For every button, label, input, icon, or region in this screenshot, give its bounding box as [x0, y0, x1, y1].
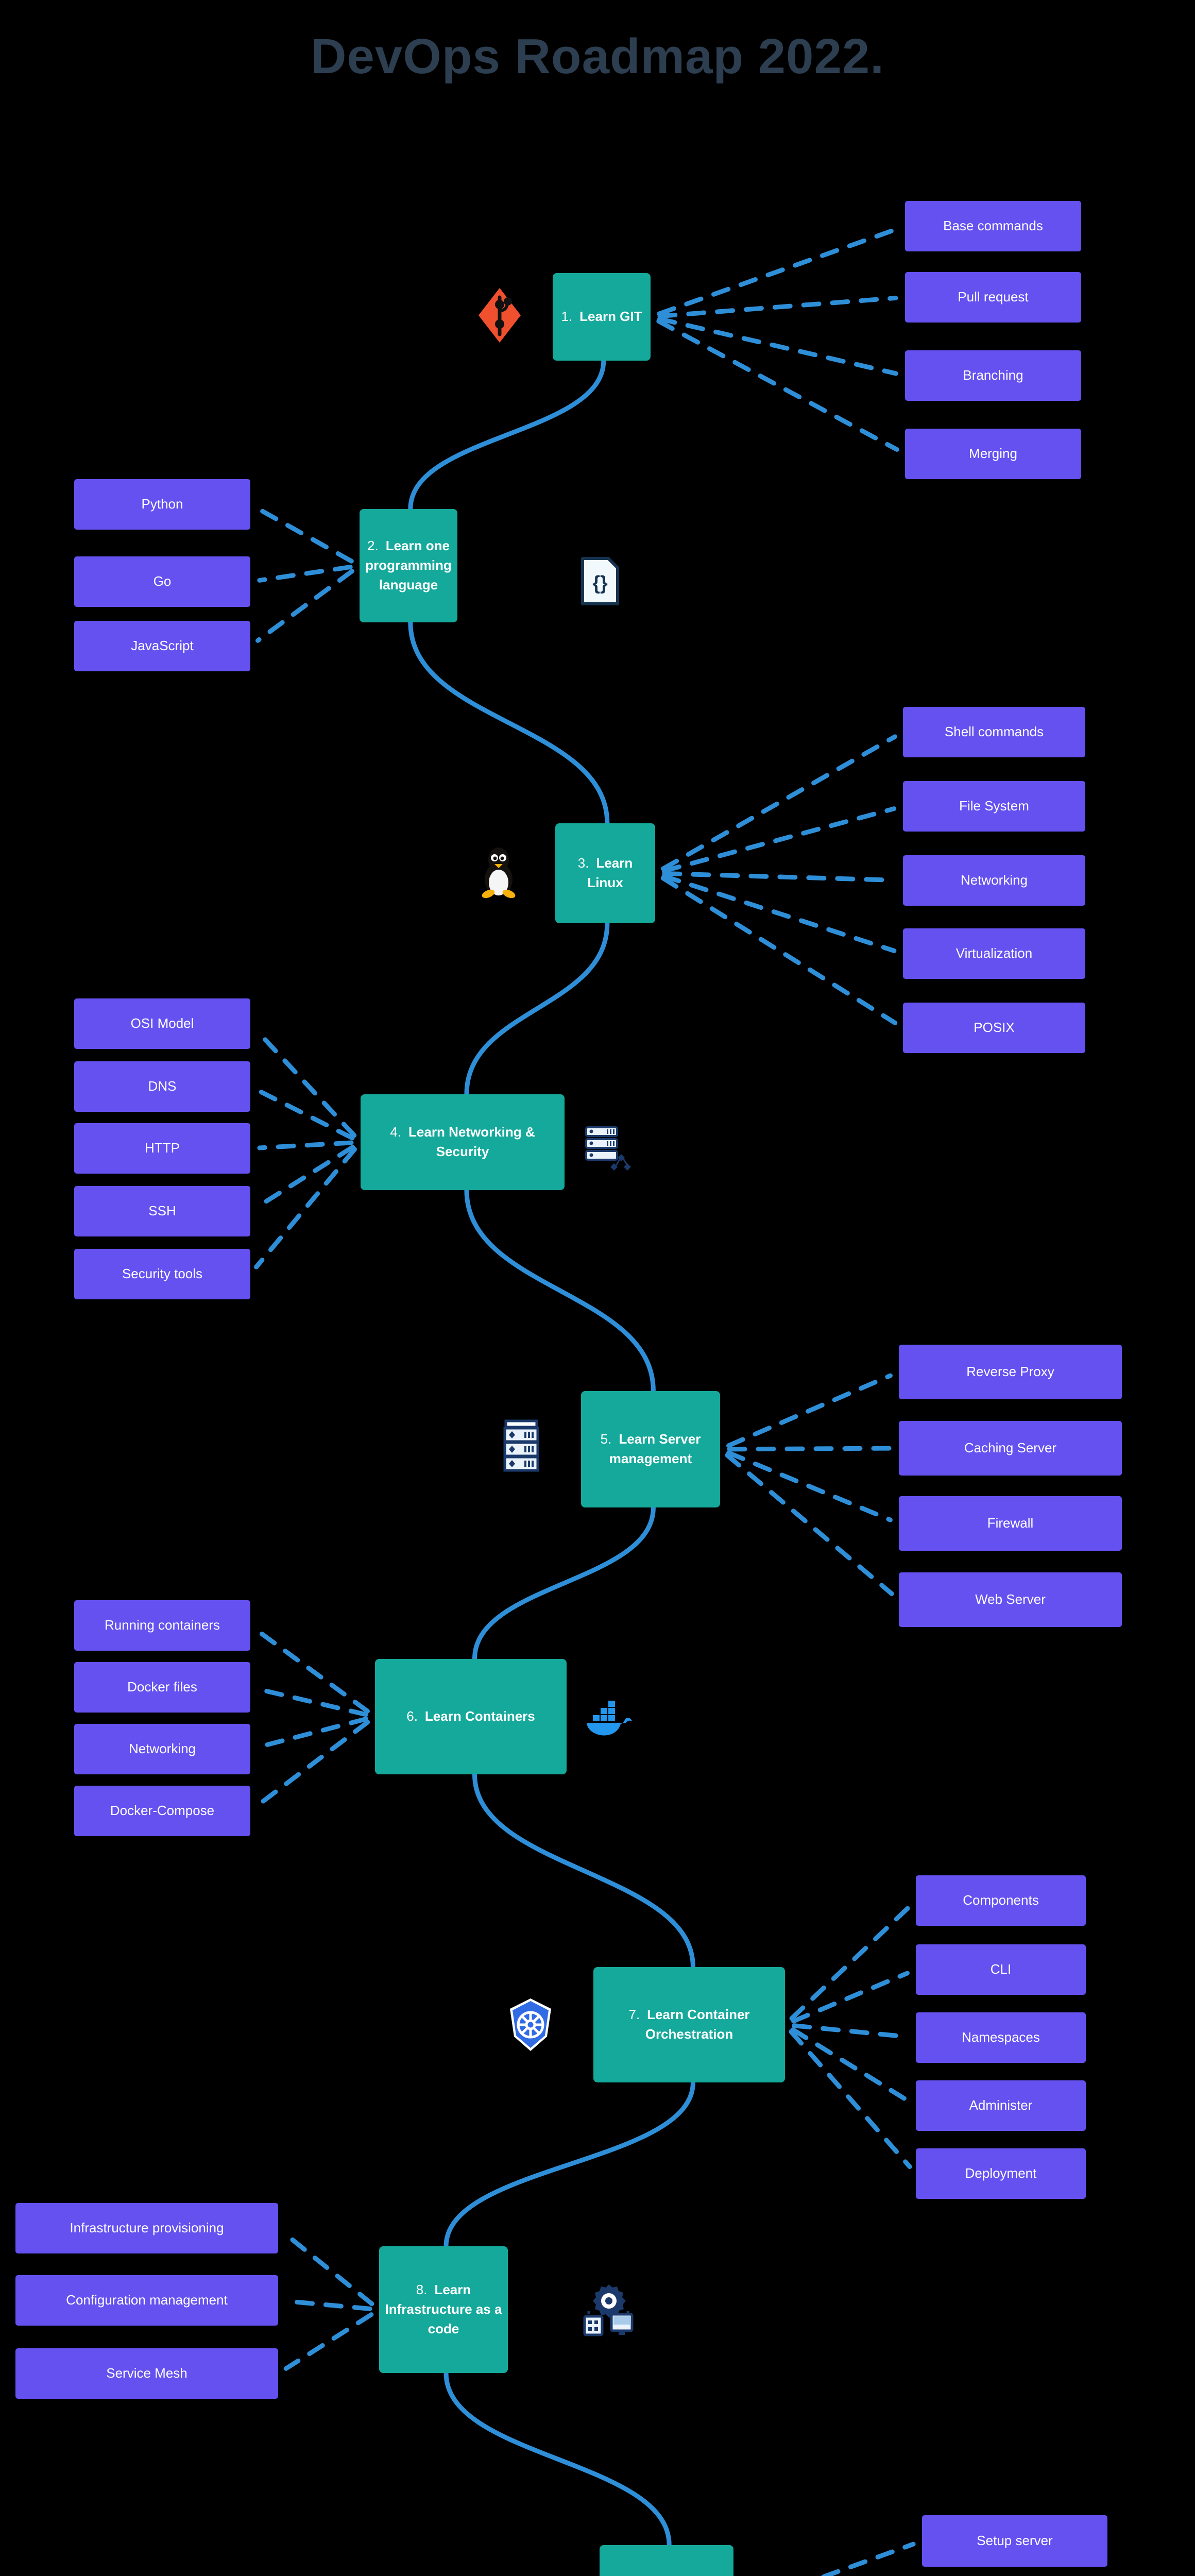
node-number: 1. [561, 309, 573, 325]
svg-text:{}: {} [592, 572, 608, 594]
node-title: Learn Containers [424, 1708, 535, 1724]
leaf-item[interactable]: Setup server [922, 2515, 1107, 2567]
leaf-item[interactable]: Configuration management [15, 2275, 278, 2326]
leaf-item[interactable]: Service Mesh [15, 2348, 278, 2399]
node-number: 7. [628, 2007, 640, 2023]
leaf-item[interactable]: Reverse Proxy [899, 1345, 1122, 1399]
leaf-item[interactable]: File System [903, 781, 1085, 832]
leaf-item[interactable]: Networking [74, 1724, 250, 1774]
kubernetes-helm-icon [500, 1994, 561, 2056]
leaf-item[interactable]: Pull request [905, 272, 1081, 323]
roadmap-node-8[interactable]: 8.Learn Infrastructure as a code [379, 2246, 508, 2373]
roadmap-node-4[interactable]: 4. Learn Networking & Security [361, 1094, 565, 1190]
docker-whale-icon [578, 1687, 640, 1749]
leaf-item[interactable]: Infrastructure provisioning [15, 2203, 278, 2253]
node-title: Learn Linux [587, 855, 633, 890]
roadmap-node-9[interactable]: 9.Learn CI/CD [600, 2545, 733, 2576]
leaf-item[interactable]: Branching [905, 350, 1081, 401]
node-number: 5. [600, 1431, 612, 1447]
leaf-item[interactable]: Networking [903, 855, 1085, 906]
gear-servers-icon [578, 2278, 640, 2340]
leaf-item[interactable]: JavaScript [74, 621, 250, 671]
leaf-item[interactable]: Components [916, 1875, 1086, 1926]
leaf-item[interactable]: Running containers [74, 1600, 250, 1651]
linux-penguin-icon [468, 840, 530, 902]
roadmap-node-5[interactable]: 5.Learn Server management [581, 1391, 720, 1507]
node-number: 6. [406, 1708, 418, 1724]
node-title: Learn Container Orchestration [645, 2007, 750, 2042]
leaf-item[interactable]: Merging [905, 429, 1081, 479]
leaf-item[interactable]: Deployment [916, 2148, 1086, 2199]
roadmap-node-2[interactable]: 2.Learn one programming language [360, 509, 457, 622]
roadmap-node-6[interactable]: 6. Learn Containers [375, 1659, 567, 1774]
node-number: 4. [390, 1124, 402, 1140]
leaf-item[interactable]: Shell commands [903, 707, 1085, 757]
leaf-item[interactable]: Web Server [899, 1572, 1122, 1627]
node-number: 2. [367, 538, 379, 554]
leaf-item[interactable]: Docker files [74, 1662, 250, 1713]
git-icon [469, 284, 531, 346]
leaf-item[interactable]: Go [74, 556, 250, 607]
leaf-item[interactable]: Firewall [899, 1496, 1122, 1551]
leaf-item[interactable]: Base commands [905, 201, 1081, 251]
leaf-item[interactable]: POSIX [903, 1003, 1085, 1053]
node-title: Learn Infrastructure as a code [385, 2282, 502, 2336]
code-braces-icon: {} [569, 550, 631, 612]
leaf-item[interactable]: DNS [74, 1061, 250, 1112]
node-number: 3. [577, 855, 589, 871]
roadmap-node-1[interactable]: 1. Learn GIT [553, 273, 651, 361]
leaf-item[interactable]: HTTP [74, 1123, 250, 1174]
leaf-item[interactable]: OSI Model [74, 998, 250, 1049]
leaf-item[interactable]: Virtualization [903, 928, 1085, 979]
leaf-item[interactable]: Namespaces [916, 2012, 1086, 2063]
leaf-item[interactable]: Docker-Compose [74, 1786, 250, 1836]
network-server-icon [575, 1119, 637, 1181]
leaf-item[interactable]: Caching Server [899, 1421, 1122, 1476]
roadmap-node-7[interactable]: 7. Learn Container Orchestration [593, 1967, 785, 2082]
node-title: Learn Networking & Security [408, 1124, 535, 1159]
page-title: DevOps Roadmap 2022. [311, 29, 884, 84]
leaf-item[interactable]: Security tools [74, 1249, 250, 1299]
leaf-item[interactable]: Administer [916, 2080, 1086, 2131]
roadmap-node-3[interactable]: 3.Learn Linux [555, 823, 655, 923]
leaf-item[interactable]: CLI [916, 1944, 1086, 1995]
leaf-item[interactable]: Python [74, 479, 250, 530]
leaf-item[interactable]: SSH [74, 1186, 250, 1236]
node-number: 8. [416, 2282, 428, 2298]
node-title: Learn Server management [609, 1431, 701, 1466]
node-title: Learn one programming language [365, 538, 452, 592]
server-rack-icon [490, 1414, 552, 1476]
node-title: Learn GIT [579, 309, 642, 325]
